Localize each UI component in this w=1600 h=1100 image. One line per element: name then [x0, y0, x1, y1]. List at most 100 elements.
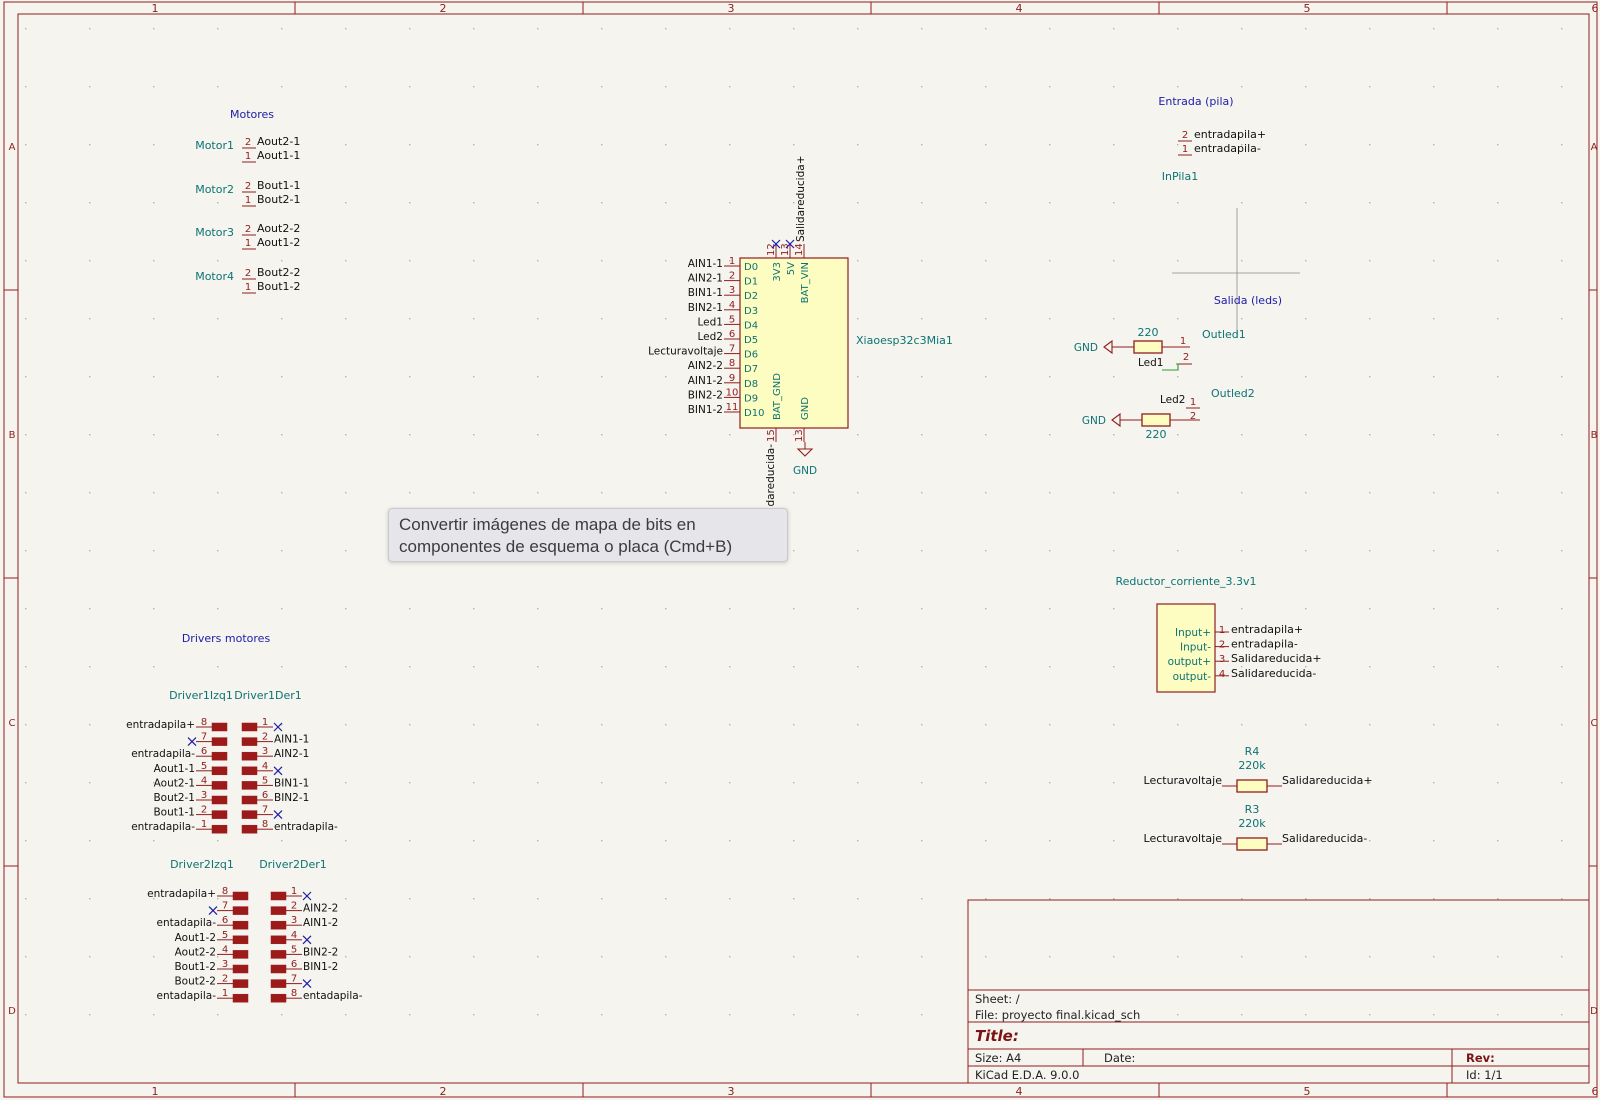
- grid-dot: [409, 202, 411, 204]
- net-label: Salidareducida+: [1282, 774, 1373, 787]
- net-label: Bout1-1: [257, 179, 301, 192]
- grid-dot: [25, 666, 27, 668]
- motor-reference: Motor2: [195, 183, 234, 196]
- pin-number: 7: [262, 805, 268, 816]
- grid-dot: [1049, 376, 1051, 378]
- led1-resistor-body: [1133, 340, 1163, 354]
- grid-dot: [473, 28, 475, 30]
- grid-dot: [1369, 782, 1371, 784]
- header-pad: [241, 795, 258, 805]
- grid-dot: [1497, 840, 1499, 842]
- pin-name: D6: [744, 350, 758, 361]
- grid-dot: [409, 608, 411, 610]
- grid-dot: [409, 782, 411, 784]
- motor-reference: Motor4: [195, 270, 234, 283]
- grid-dot: [793, 434, 795, 436]
- row-label-left: C: [9, 718, 16, 729]
- grid-dot: [409, 840, 411, 842]
- grid-dot: [1561, 1014, 1563, 1016]
- net-label: Led2: [1160, 394, 1185, 406]
- pin-number: 1: [222, 988, 228, 999]
- grid-dot: [1049, 202, 1051, 204]
- grid-dot: [921, 86, 923, 88]
- pin-name: D5: [744, 335, 758, 346]
- grid-dot: [153, 666, 155, 668]
- grid-dot: [153, 260, 155, 262]
- grid-dot: [665, 202, 667, 204]
- pin-number: 2: [222, 974, 228, 985]
- pin-number: 10: [726, 387, 739, 398]
- grid-dot: [153, 724, 155, 726]
- reductor-reference: Reductor_corriente_3.3v1: [1116, 575, 1257, 588]
- pin-number: 2: [1190, 411, 1196, 422]
- grid-dot: [537, 492, 539, 494]
- grid-dot: [217, 666, 219, 668]
- grid-dot: [1369, 318, 1371, 320]
- grid-dot: [281, 434, 283, 436]
- grid-dot: [1113, 492, 1115, 494]
- grid-dot: [153, 318, 155, 320]
- grid-dot: [1433, 782, 1435, 784]
- grid-dot: [281, 376, 283, 378]
- column-label-bottom: 6: [1592, 1085, 1599, 1098]
- grid-dot: [793, 608, 795, 610]
- grid-dot: [665, 666, 667, 668]
- grid-dot: [89, 724, 91, 726]
- grid-dot: [153, 1014, 155, 1016]
- grid-dot: [665, 492, 667, 494]
- grid-dot: [1369, 434, 1371, 436]
- pin-number: 3: [201, 790, 207, 801]
- net-label: Bout1-1: [153, 807, 195, 819]
- grid-dot: [601, 376, 603, 378]
- header-pad: [232, 920, 249, 930]
- grid-dot: [921, 666, 923, 668]
- gnd-symbol: [1103, 339, 1113, 355]
- section-title-entrada: Entrada (pila): [1158, 95, 1233, 108]
- header-pad: [211, 810, 228, 819]
- reductor-body: [1156, 603, 1216, 693]
- net-label: Bout2-2: [174, 976, 216, 988]
- no-connect-marker: [187, 737, 197, 747]
- grid-dot: [921, 724, 923, 726]
- grid-dot: [985, 1014, 987, 1016]
- no-connect-marker: [273, 722, 283, 732]
- grid-dot: [281, 840, 283, 842]
- pin-number: 1: [245, 195, 251, 206]
- pin-number: 1: [1190, 397, 1196, 408]
- net-label-top: Salidareducida+: [795, 156, 807, 243]
- grid-dot: [1433, 86, 1435, 88]
- grid-dot: [153, 434, 155, 436]
- grid-dot: [1497, 28, 1499, 30]
- grid-dot: [1177, 550, 1179, 552]
- grid-dot: [281, 608, 283, 610]
- grid-dot: [409, 86, 411, 88]
- pin-number: 7: [291, 974, 297, 985]
- grid-dot: [665, 782, 667, 784]
- grid-dot: [89, 86, 91, 88]
- grid-dot: [1177, 260, 1179, 262]
- grid-dot: [1497, 376, 1499, 378]
- row-label-right: C: [1591, 718, 1598, 729]
- grid-dot: [729, 144, 731, 146]
- grid-dot: [153, 840, 155, 842]
- grid-dot: [473, 666, 475, 668]
- pin-number: 6: [291, 959, 297, 970]
- grid-dot: [25, 318, 27, 320]
- grid-dot: [921, 492, 923, 494]
- net-label: Bout2-1: [257, 193, 301, 206]
- grid-dot: [1433, 144, 1435, 146]
- grid-dot: [1241, 86, 1243, 88]
- grid-dot: [1369, 840, 1371, 842]
- grid-dot: [473, 956, 475, 958]
- grid-dot: [345, 608, 347, 610]
- net-label: Led1: [698, 316, 723, 328]
- pin-number: 8: [729, 358, 735, 369]
- grid-dot: [1113, 28, 1115, 30]
- grid-dot: [1561, 434, 1563, 436]
- grid-dot: [537, 608, 539, 610]
- grid-dot: [1433, 492, 1435, 494]
- grid-dot: [217, 86, 219, 88]
- header-pad: [270, 993, 287, 1003]
- pin-number: 5: [729, 314, 735, 325]
